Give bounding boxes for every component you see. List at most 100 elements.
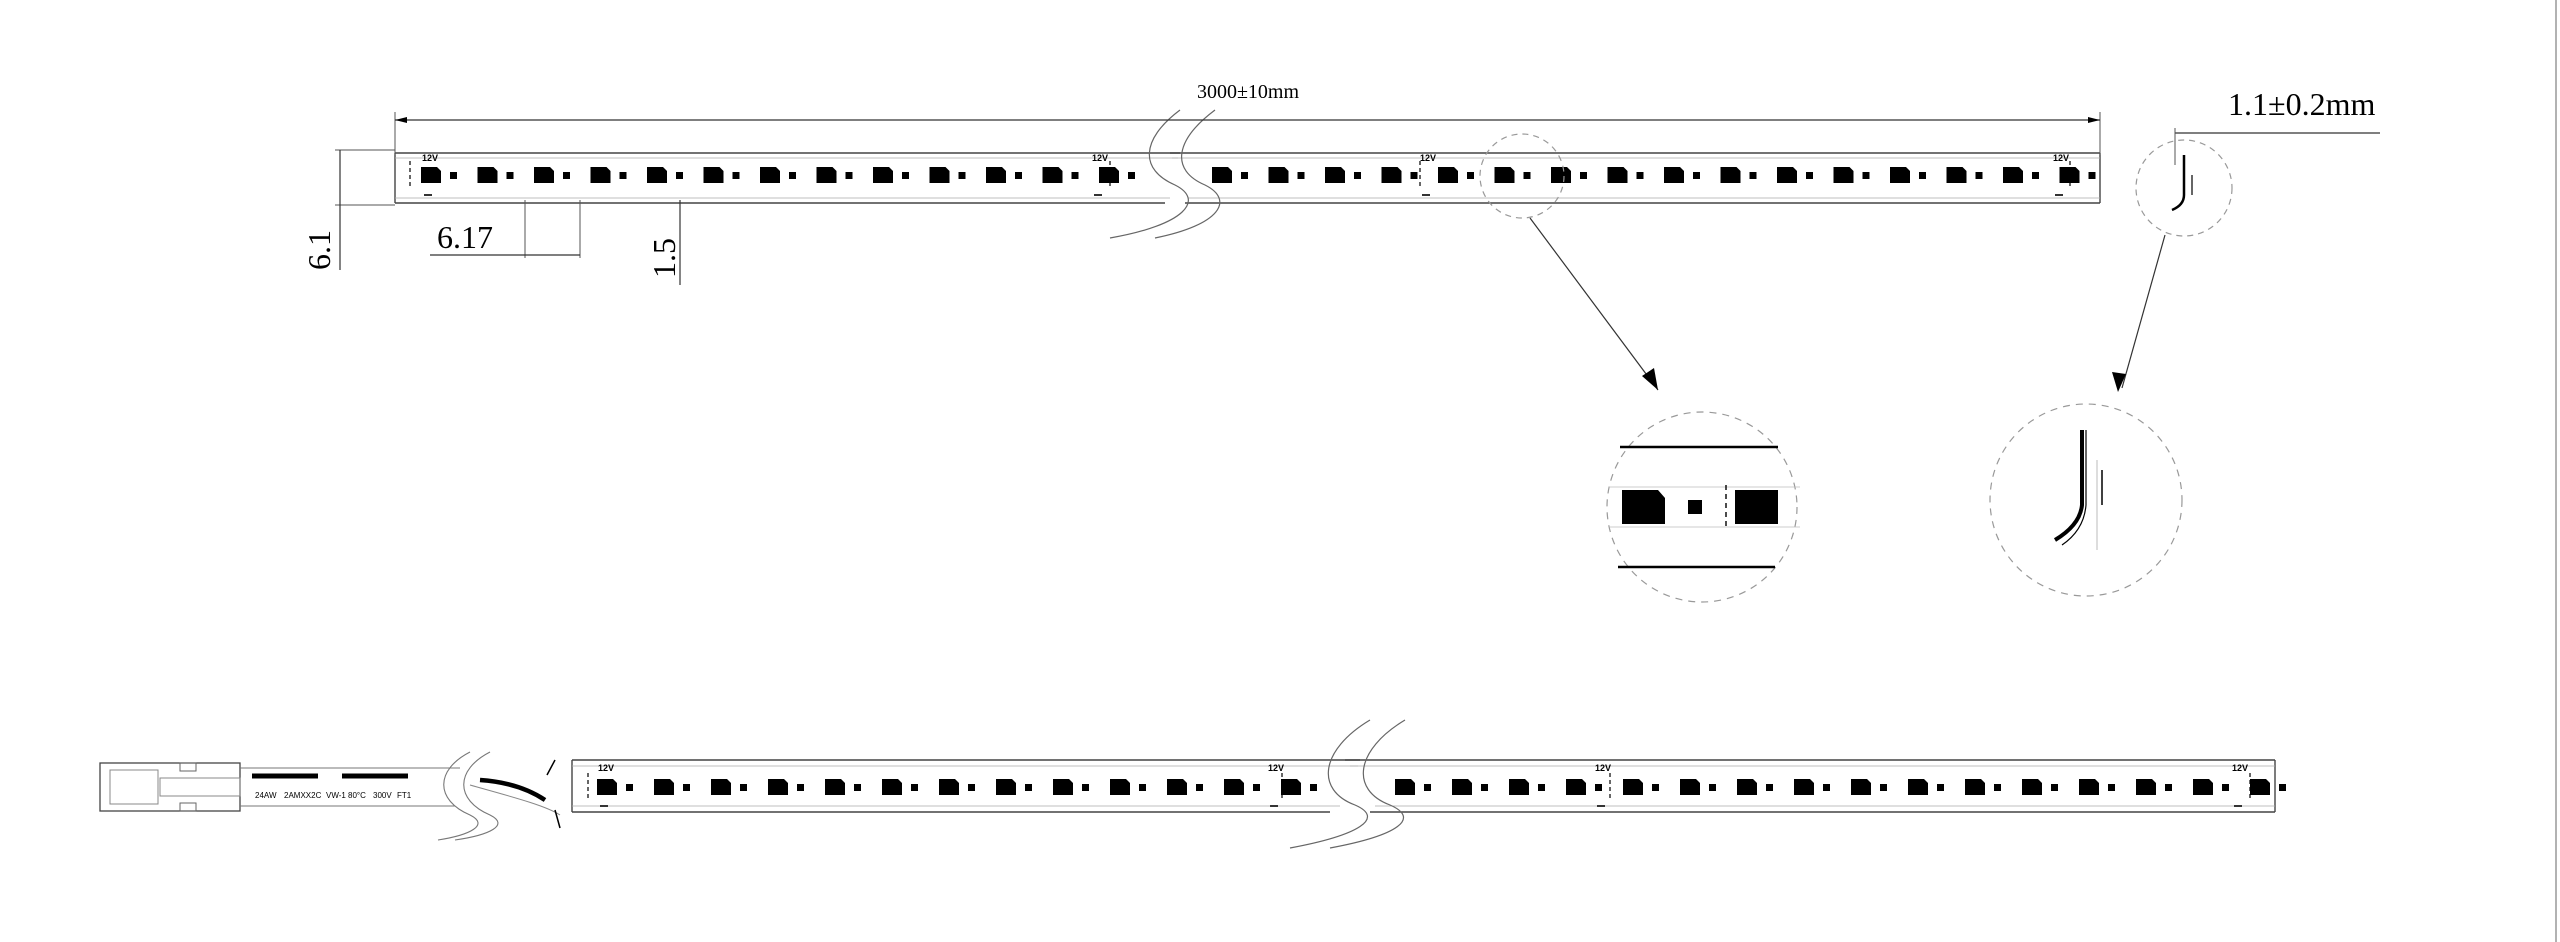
- pitch-dimension: 6.17: [430, 200, 581, 258]
- led-chip: [1053, 779, 1073, 795]
- gap-label: 1.5: [646, 238, 682, 278]
- led-chip: [1381, 167, 1402, 183]
- led-chip: [1395, 779, 1415, 795]
- resistor-chip: [1241, 172, 1248, 179]
- led-chip: [1851, 779, 1871, 795]
- resistor-chip: [2279, 784, 2286, 791]
- resistor-chip: [1823, 784, 1830, 791]
- bottom-voltage-labels: 12V 12V 12V 12V: [598, 763, 2248, 807]
- voltage-label: 12V: [2232, 763, 2248, 773]
- led-chip: [2079, 779, 2099, 795]
- cable-mark-1: 24AW: [255, 791, 277, 800]
- resistor-chip: [1196, 784, 1203, 791]
- voltage-label: 12V: [1595, 763, 1611, 773]
- resistor-chip: [2222, 784, 2229, 791]
- led-chip: [1737, 779, 1757, 795]
- resistor-chip: [1128, 172, 1135, 179]
- top-led-row: [409, 161, 2096, 189]
- led-chip: [1908, 779, 1928, 795]
- led-chip: [1566, 779, 1586, 795]
- led-chip: [2136, 779, 2156, 795]
- resistor-chip: [1975, 172, 1983, 179]
- resistor-chip: [1538, 784, 1545, 791]
- resistor-chip: [902, 172, 909, 179]
- led-chip: [1438, 167, 1458, 183]
- led-chip: [1212, 167, 1232, 183]
- cable-mark-2: 2AMXX2C: [284, 791, 322, 800]
- led-chip: [1268, 167, 1289, 183]
- resistor-chip: [1523, 172, 1531, 179]
- voltage-label: 12V: [1092, 153, 1108, 163]
- led-chip: [1720, 167, 1741, 183]
- resistor-chip: [563, 172, 570, 179]
- resistor-chip: [1025, 784, 1032, 791]
- resistor-chip: [1481, 784, 1488, 791]
- voltage-label: 12V: [2053, 153, 2069, 163]
- resistor-chip: [626, 784, 633, 791]
- resistor-chip: [2108, 784, 2115, 791]
- led-chip: [1099, 167, 1119, 183]
- led-chip: [1325, 167, 1345, 183]
- resistor-chip: [1310, 784, 1317, 791]
- led-chip: [760, 167, 780, 183]
- resistor-chip: [1410, 172, 1418, 179]
- led-chip: [1281, 779, 1301, 795]
- resistor-chip: [854, 784, 861, 791]
- led-chip: [421, 167, 441, 183]
- resistor-chip: [506, 172, 514, 179]
- led-chip: [534, 167, 554, 183]
- led-chip: [1607, 167, 1628, 183]
- resistor-chip: [911, 784, 918, 791]
- led-chip: [2022, 779, 2042, 795]
- led-chip: [1623, 779, 1643, 795]
- resistor-chip: [1354, 172, 1361, 179]
- led-chip: [703, 167, 724, 183]
- led-chip: [929, 167, 950, 183]
- pitch-label: 6.17: [437, 219, 493, 255]
- voltage-label: 12V: [598, 763, 614, 773]
- led-chip: [654, 779, 674, 795]
- resistor-chip: [2051, 784, 2058, 791]
- resistor-chip: [676, 172, 683, 179]
- resistor-chip: [1749, 172, 1757, 179]
- led-chip: [1965, 779, 1985, 795]
- resistor-chip: [1862, 172, 1870, 179]
- width-label: 6.1: [301, 230, 337, 270]
- thickness-dimension: 1.1±0.2mm: [2174, 86, 2380, 165]
- led-chip: [1777, 167, 1797, 183]
- led-chip: [1042, 167, 1063, 183]
- led-chip: [1224, 779, 1244, 795]
- cable-mark-6: FT1: [397, 791, 412, 800]
- led-chip: [597, 779, 617, 795]
- cable: 24AW 2AMXX2C VW-1 80°C 300V FT1: [240, 751, 561, 841]
- led-chip: [986, 167, 1006, 183]
- resistor-chip: [1424, 784, 1431, 791]
- resistor-chip: [1580, 172, 1587, 179]
- led-chip: [590, 167, 611, 183]
- resistor-chip: [1636, 172, 1644, 179]
- led-chip: [2193, 779, 2213, 795]
- voltage-label: 12V: [422, 153, 438, 163]
- led-chip: [1509, 779, 1529, 795]
- resistor-chip: [2165, 784, 2172, 791]
- led-chip: [2250, 779, 2270, 795]
- voltage-label: 12V: [1268, 763, 1284, 773]
- led-chip: [1167, 779, 1187, 795]
- led-chip: [2003, 167, 2023, 183]
- bottom-led-row: [587, 773, 2286, 801]
- led-chip: [1680, 779, 1700, 795]
- side-view-small: [2135, 139, 2233, 237]
- cable-mark-4: 80°C: [348, 791, 366, 800]
- led-chip: [882, 779, 902, 795]
- resistor-chip: [450, 172, 457, 179]
- resistor-chip: [1806, 172, 1813, 179]
- led-chip: [1890, 167, 1910, 183]
- led-chip: [825, 779, 845, 795]
- led-chip: [816, 167, 837, 183]
- resistor-chip: [740, 784, 747, 791]
- gap-dimension: 1.5: [646, 200, 682, 285]
- led-chip: [1551, 167, 1571, 183]
